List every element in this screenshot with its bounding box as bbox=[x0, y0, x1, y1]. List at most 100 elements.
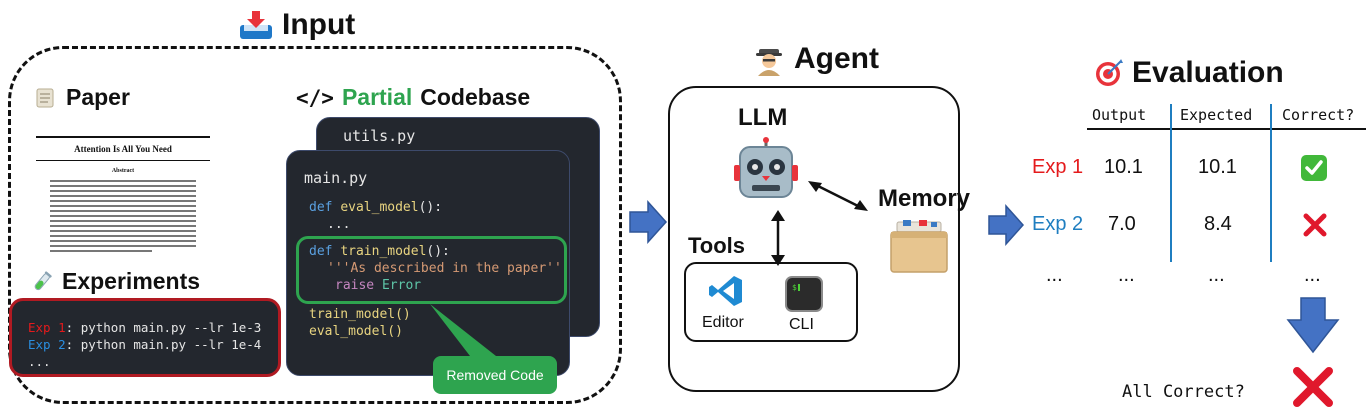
agent-title: Agent bbox=[752, 42, 879, 76]
exp-line-3: ... bbox=[28, 353, 51, 370]
paper-text-line bbox=[50, 220, 196, 222]
row-1-output: 10.1 bbox=[1104, 156, 1143, 178]
code-error-class: Error bbox=[381, 278, 422, 293]
removed-code-label: Removed Code bbox=[433, 356, 557, 394]
tools-label: Tools bbox=[688, 233, 746, 258]
paper-text-line bbox=[50, 240, 196, 242]
row-2-expected: 8.4 bbox=[1204, 213, 1232, 235]
experiments-heading: Experiments bbox=[30, 268, 200, 295]
removed-code-pointer bbox=[430, 304, 496, 356]
paper-text-line bbox=[50, 185, 196, 187]
exp-2-command: : python main.py --lr 1e-4 bbox=[65, 337, 262, 352]
table-col-divider-1 bbox=[1170, 104, 1172, 262]
cross-mark-icon bbox=[1303, 213, 1327, 237]
codebase-heading-rest: Codebase bbox=[420, 84, 531, 110]
experiments-heading-text: Experiments bbox=[62, 268, 201, 294]
code-line-eval-def: def eval_model(): bbox=[309, 199, 442, 216]
col-header-output: Output bbox=[1092, 106, 1147, 124]
code-line-raise: raise Error bbox=[335, 277, 421, 294]
paper-text-line bbox=[50, 200, 196, 202]
utils-filename: utils.py bbox=[343, 127, 416, 145]
codebase-heading: </> Partial Codebase bbox=[296, 84, 530, 111]
code-keyword-raise: raise bbox=[335, 278, 375, 293]
input-title-text: Input bbox=[282, 8, 356, 41]
cli-label: CLI bbox=[789, 316, 814, 333]
paper-text-line bbox=[50, 250, 152, 252]
memory-label: Memory bbox=[878, 185, 971, 212]
card-file-box-icon bbox=[890, 220, 948, 273]
paper-mid-rule bbox=[36, 160, 210, 161]
row-1-expected: 10.1 bbox=[1198, 156, 1237, 178]
llm-memory-arrow bbox=[808, 181, 868, 211]
input-title: Input bbox=[238, 8, 355, 42]
row-2-label: Exp 2 bbox=[1032, 213, 1084, 235]
paper-thumbnail: Attention Is All You Need Abstract bbox=[34, 136, 212, 266]
paper-text-line bbox=[50, 235, 196, 237]
code-brackets-icon: </> bbox=[296, 86, 334, 110]
code-keyword-def: def bbox=[309, 244, 333, 259]
paper-text-line bbox=[50, 215, 196, 217]
paper-text-line bbox=[50, 230, 196, 232]
paper-top-rule bbox=[36, 136, 210, 138]
code-line-call-eval: eval_model() bbox=[309, 324, 403, 339]
paper-abstract-heading: Abstract bbox=[111, 168, 135, 174]
table-header-rule bbox=[1087, 128, 1366, 130]
col-header-correct: Correct? bbox=[1282, 106, 1355, 124]
vscode-icon bbox=[709, 276, 742, 306]
exp-line-2: Exp 2: python main.py --lr 1e-4 bbox=[28, 336, 261, 353]
row-3-expected-ellipsis: ... bbox=[1208, 264, 1225, 286]
llm-label: LLM bbox=[738, 104, 788, 131]
row-2-output: 7.0 bbox=[1108, 213, 1136, 235]
exp-1-command: : python main.py --lr 1e-3 bbox=[65, 320, 262, 335]
arrow-down-to-result bbox=[1286, 297, 1340, 354]
test-tube-icon bbox=[34, 270, 52, 290]
robot-icon bbox=[734, 137, 798, 198]
paper-text-line bbox=[50, 190, 196, 192]
final-cross-icon bbox=[1293, 367, 1333, 407]
paper-text-line bbox=[50, 225, 196, 227]
exp-1-label: Exp 1 bbox=[28, 320, 66, 335]
tools-container bbox=[684, 262, 858, 342]
svg-text:$: $ bbox=[792, 283, 797, 292]
paper-text-line bbox=[50, 205, 196, 207]
col-header-expected: Expected bbox=[1180, 106, 1253, 124]
paper-text-line bbox=[50, 245, 196, 247]
paper-doc-title: Attention Is All You Need bbox=[74, 144, 172, 154]
editor-label: Editor bbox=[702, 314, 744, 331]
code-line-train-def: def train_model(): bbox=[309, 243, 450, 260]
arrow-input-to-agent bbox=[629, 200, 668, 244]
input-container bbox=[8, 46, 622, 404]
main-filename: main.py bbox=[304, 169, 368, 187]
code-eval-fn: eval_model bbox=[340, 200, 419, 215]
agent-container bbox=[668, 86, 960, 392]
detective-icon bbox=[756, 49, 782, 76]
code-line-docstring: '''As described in the paper''' bbox=[327, 261, 570, 276]
code-keyword-def: def bbox=[309, 200, 333, 215]
code-train-fn: train_model bbox=[340, 244, 427, 259]
row-3-correct-ellipsis: ... bbox=[1304, 264, 1321, 286]
terminal-icon: $ bbox=[785, 276, 823, 312]
code-line-call-train: train_model() bbox=[309, 307, 411, 322]
target-icon bbox=[1096, 59, 1123, 86]
paper-text-line bbox=[50, 210, 196, 212]
agent-title-text: Agent bbox=[794, 42, 879, 75]
row-3-label-ellipsis: ... bbox=[1046, 264, 1063, 286]
main-code-window: main.py def eval_model(): ... def train_… bbox=[286, 150, 570, 376]
code-eval-tail: (): bbox=[418, 200, 443, 215]
row-3-output-ellipsis: ... bbox=[1118, 264, 1135, 286]
removed-code-highlight bbox=[296, 236, 567, 304]
inbox-tray-icon bbox=[240, 11, 272, 39]
exp-line-1: Exp 1: python main.py --lr 1e-3 bbox=[28, 319, 261, 336]
paper-text-line bbox=[50, 180, 196, 182]
paper-heading-text: Paper bbox=[66, 84, 130, 110]
row-1-label: Exp 1 bbox=[1032, 156, 1084, 178]
codebase-heading-partial: Partial bbox=[341, 84, 413, 110]
code-train-tail: (): bbox=[426, 244, 450, 259]
arrow-agent-to-evaluation bbox=[988, 204, 1025, 246]
evaluation-title-text: Evaluation bbox=[1132, 56, 1284, 89]
evaluation-title: Evaluation bbox=[1094, 56, 1284, 90]
llm-tools-arrow bbox=[771, 210, 785, 266]
paper-text-line bbox=[50, 195, 196, 197]
all-correct-question: All Correct? bbox=[1122, 382, 1245, 402]
check-mark-icon bbox=[1301, 155, 1327, 181]
